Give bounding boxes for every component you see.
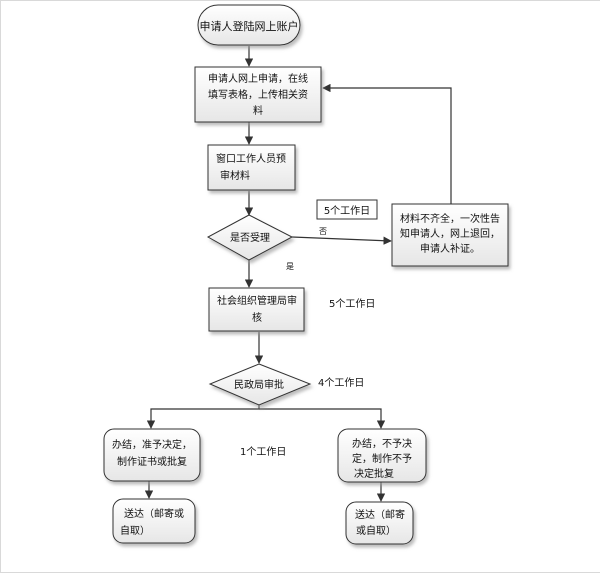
node-reject-line1: 办结，不予决 bbox=[352, 437, 412, 450]
node-org-review-line2: 核 bbox=[252, 311, 262, 324]
node-approve-line1: 办结，准予决定， bbox=[112, 438, 192, 451]
arrow-decision-no bbox=[291, 236, 392, 245]
node-online-application: 申请人网上申请，在线 填写表格，上传相关资 料 bbox=[194, 66, 322, 123]
node-deliver-left-line1: 送达（邮寄或 bbox=[124, 507, 184, 520]
node-reject-line2: 定，制作不予 bbox=[352, 452, 412, 465]
node-apply-line2: 填写表格，上传相关资 bbox=[208, 88, 308, 101]
label-4-days: 4个工作日 bbox=[318, 377, 364, 389]
label-5-days: 5个工作日 bbox=[329, 298, 375, 310]
node-org-review-line1: 社会组织管理局审 bbox=[217, 294, 297, 307]
node-reject-line3: 决定批复 bbox=[354, 467, 394, 480]
node-approve: 办结，准予决定， 制作证书或批复 bbox=[103, 428, 201, 482]
node-deliver-right: 送达（邮寄 或自取） bbox=[345, 501, 414, 545]
node-apply-line3: 料 bbox=[253, 104, 263, 117]
node-apply-line1: 申请人网上申请，在线 bbox=[208, 72, 308, 85]
node-accept-decision-label: 是否受理 bbox=[230, 232, 270, 244]
node-pre-review-line2: 审材料 bbox=[220, 169, 250, 182]
connectors bbox=[144, 46, 452, 502]
arrow-approval-to-approve bbox=[146, 405, 260, 429]
node-deliver-left-line2: 自取） bbox=[120, 524, 150, 537]
node-incomplete-line2: 知申请人，网上退回， bbox=[400, 227, 500, 240]
node-org-review: 社会组织管理局审 核 bbox=[208, 287, 305, 332]
node-pre-review: 窗口工作人员预 审材料 bbox=[207, 144, 296, 191]
node-start: 申请人登陆网上账户 bbox=[197, 4, 301, 46]
node-bureau-approval: 民政局审批 bbox=[208, 363, 312, 406]
label-1-day: 1个工作日 bbox=[240, 446, 286, 458]
arrow-approval-to-reject bbox=[259, 408, 386, 429]
node-incomplete-line1: 材料不齐全，一次性告 bbox=[400, 212, 500, 225]
label-5-days-boxed-text: 5个工作日 bbox=[324, 205, 370, 217]
node-incomplete-materials: 材料不齐全，一次性告 知申请人，网上退回， 申请人补证。 bbox=[391, 203, 509, 267]
node-deliver-left: 送达（邮寄或 自取） bbox=[112, 498, 196, 544]
node-deliver-right-line2: 或自取） bbox=[356, 524, 396, 537]
node-deliver-right-line1: 送达（邮寄 bbox=[355, 508, 405, 521]
node-incomplete-line3: 申请人补证。 bbox=[420, 242, 480, 255]
node-pre-review-line1: 窗口工作人员预 bbox=[216, 152, 286, 165]
node-reject: 办结，不予决 定，制作不予 决定批复 bbox=[337, 428, 427, 483]
label-no: 否 bbox=[319, 227, 327, 236]
label-yes: 是 bbox=[286, 262, 294, 271]
arrow-return-to-apply bbox=[322, 83, 452, 211]
node-approve-line2: 制作证书或批复 bbox=[117, 455, 187, 468]
label-5-days-boxed: 5个工作日 bbox=[316, 199, 378, 220]
node-bureau-approval-label: 民政局审批 bbox=[234, 378, 284, 391]
node-start-label: 申请人登陆网上账户 bbox=[200, 19, 299, 33]
node-accept-decision: 是否受理 bbox=[206, 214, 294, 261]
